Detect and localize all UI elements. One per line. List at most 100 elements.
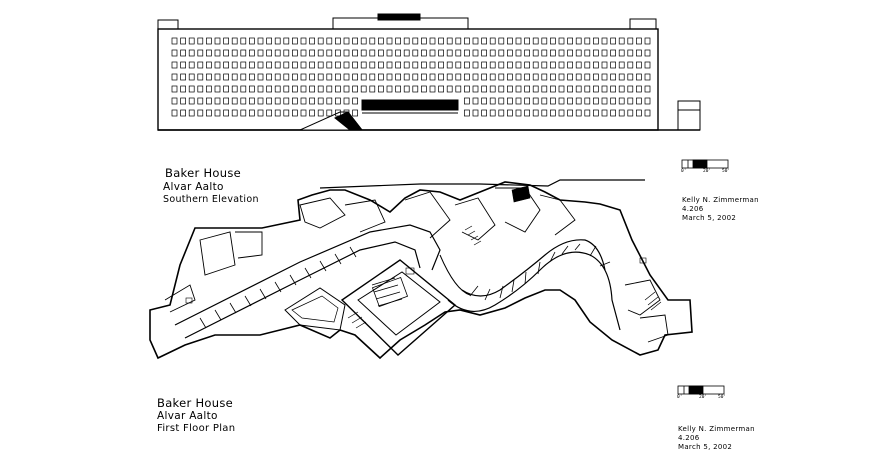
facade-window [455, 49, 462, 57]
facade-window [507, 37, 513, 45]
elevation-view-name: Southern Elevation [163, 194, 259, 205]
facade-window [369, 61, 376, 69]
facade-window [532, 97, 539, 105]
facade-window [403, 49, 410, 57]
facade-window [335, 109, 341, 117]
facade-window [206, 49, 212, 57]
facade-window [550, 85, 556, 93]
facade-window [438, 49, 444, 57]
facade-window [231, 85, 238, 93]
facade-window [283, 37, 290, 45]
facade-window [240, 109, 247, 117]
facade-window [507, 109, 513, 117]
facade-window [197, 37, 204, 45]
facade-window [644, 61, 651, 69]
facade-window [283, 61, 290, 69]
facade-window [498, 85, 505, 93]
facade-window [593, 49, 599, 57]
facade-windows [171, 37, 651, 117]
facade-window [300, 97, 307, 105]
facade-window [524, 97, 530, 105]
facade-window [618, 97, 625, 105]
facade-window [455, 85, 462, 93]
facade-window [283, 49, 290, 57]
facade-window [627, 49, 634, 57]
facade-window [335, 73, 341, 81]
facade-window [584, 49, 591, 57]
facade-window [309, 61, 315, 69]
elevation-title: Baker House [165, 166, 241, 180]
facade-window [214, 85, 221, 93]
facade-window [636, 37, 642, 45]
facade-window [515, 85, 522, 93]
facade-window [360, 37, 367, 45]
facade-window [309, 109, 315, 117]
facade-window [558, 85, 565, 93]
facade-window [644, 109, 651, 117]
facade-window [601, 49, 608, 57]
facade-window [317, 61, 324, 69]
southern-elevation [157, 13, 701, 131]
facade-window [558, 49, 565, 57]
facade-window [180, 97, 186, 105]
facade-window [498, 97, 505, 105]
facade-window [317, 109, 324, 117]
scale-top-tick-20: 20' [703, 169, 712, 174]
facade-window [300, 49, 307, 57]
facade-window [223, 85, 229, 93]
facade-window [421, 61, 427, 69]
facade-window [507, 97, 513, 105]
facade-window [575, 97, 582, 105]
facade-window [326, 73, 333, 81]
scale-bottom-tick-0: 0' [677, 395, 683, 400]
facade-window [197, 49, 204, 57]
facade-window [532, 49, 539, 57]
facade-window [335, 49, 341, 57]
facade-window [429, 49, 436, 57]
facade-window [206, 97, 212, 105]
facade-window [180, 49, 186, 57]
facade-window [214, 37, 221, 45]
facade-window [515, 97, 522, 105]
facade-window [231, 49, 238, 57]
facade-window [567, 73, 573, 81]
facade-window [618, 37, 625, 45]
facade-window [360, 49, 367, 57]
facade-window [231, 73, 238, 81]
facade-window [197, 61, 204, 69]
facade-window [601, 109, 608, 117]
facade-window [550, 109, 556, 117]
facade-window [317, 37, 324, 45]
facade-window [464, 85, 470, 93]
facade-window [343, 37, 350, 45]
facade-window [472, 37, 479, 45]
facade-window [197, 85, 204, 93]
credit-bottom-course: 4.206 [678, 434, 700, 442]
facade-window [550, 73, 556, 81]
facade-window [644, 97, 651, 105]
facade-window [532, 109, 539, 117]
facade-window [292, 61, 298, 69]
facade-window [636, 97, 642, 105]
facade-window [292, 73, 298, 81]
facade-window [171, 61, 178, 69]
facade-window [481, 49, 487, 57]
facade-window [541, 97, 548, 105]
facade-window [188, 49, 195, 57]
facade-window [292, 37, 298, 45]
facade-window [455, 73, 462, 81]
facade-window [541, 73, 548, 81]
facade-window [188, 85, 195, 93]
facade-window [386, 61, 393, 69]
facade-window [489, 61, 496, 69]
facade-window [352, 85, 358, 93]
facade-window [197, 73, 204, 81]
facade-window [438, 37, 444, 45]
facade-window [180, 109, 186, 117]
facade-window [274, 73, 281, 81]
facade-window [171, 109, 178, 117]
facade-window [386, 49, 393, 57]
facade-window [326, 37, 333, 45]
facade-window [171, 73, 178, 81]
facade-window [541, 109, 548, 117]
